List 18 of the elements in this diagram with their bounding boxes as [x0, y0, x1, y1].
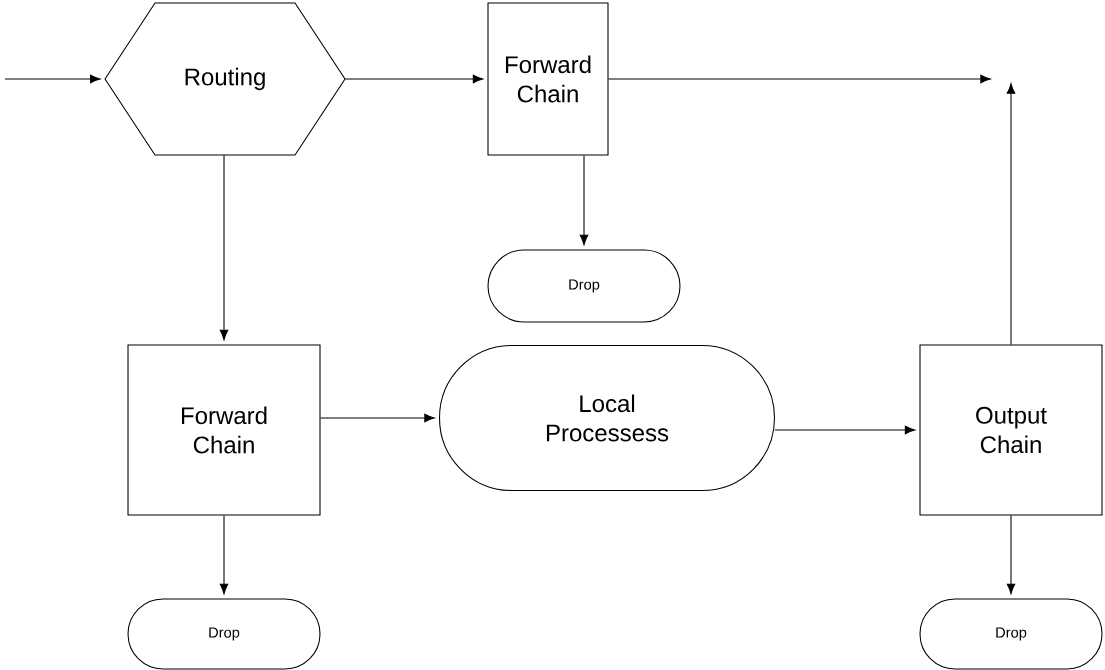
- process-box: Output Chain: [919, 344, 1103, 516]
- terminal-pill: Drop: [919, 598, 1103, 670]
- arrow: [608, 74, 991, 84]
- routing-hexagon: Routing: [104, 2, 346, 156]
- terminal-pill: Drop: [487, 249, 681, 323]
- arrow: [4, 74, 101, 84]
- process-box: Forward Chain: [487, 2, 609, 156]
- terminal-pill: Drop: [127, 598, 321, 670]
- arrow: [344, 74, 484, 84]
- arrow: [320, 413, 435, 423]
- arrow: [219, 515, 229, 595]
- process-box: Forward Chain: [127, 344, 321, 516]
- arrow: [219, 154, 229, 341]
- arrow: [579, 155, 589, 246]
- terminal-pill: Local Processess: [438, 344, 776, 492]
- arrow: [1006, 515, 1016, 595]
- arrow: [774, 425, 916, 435]
- arrow: [1006, 83, 1016, 345]
